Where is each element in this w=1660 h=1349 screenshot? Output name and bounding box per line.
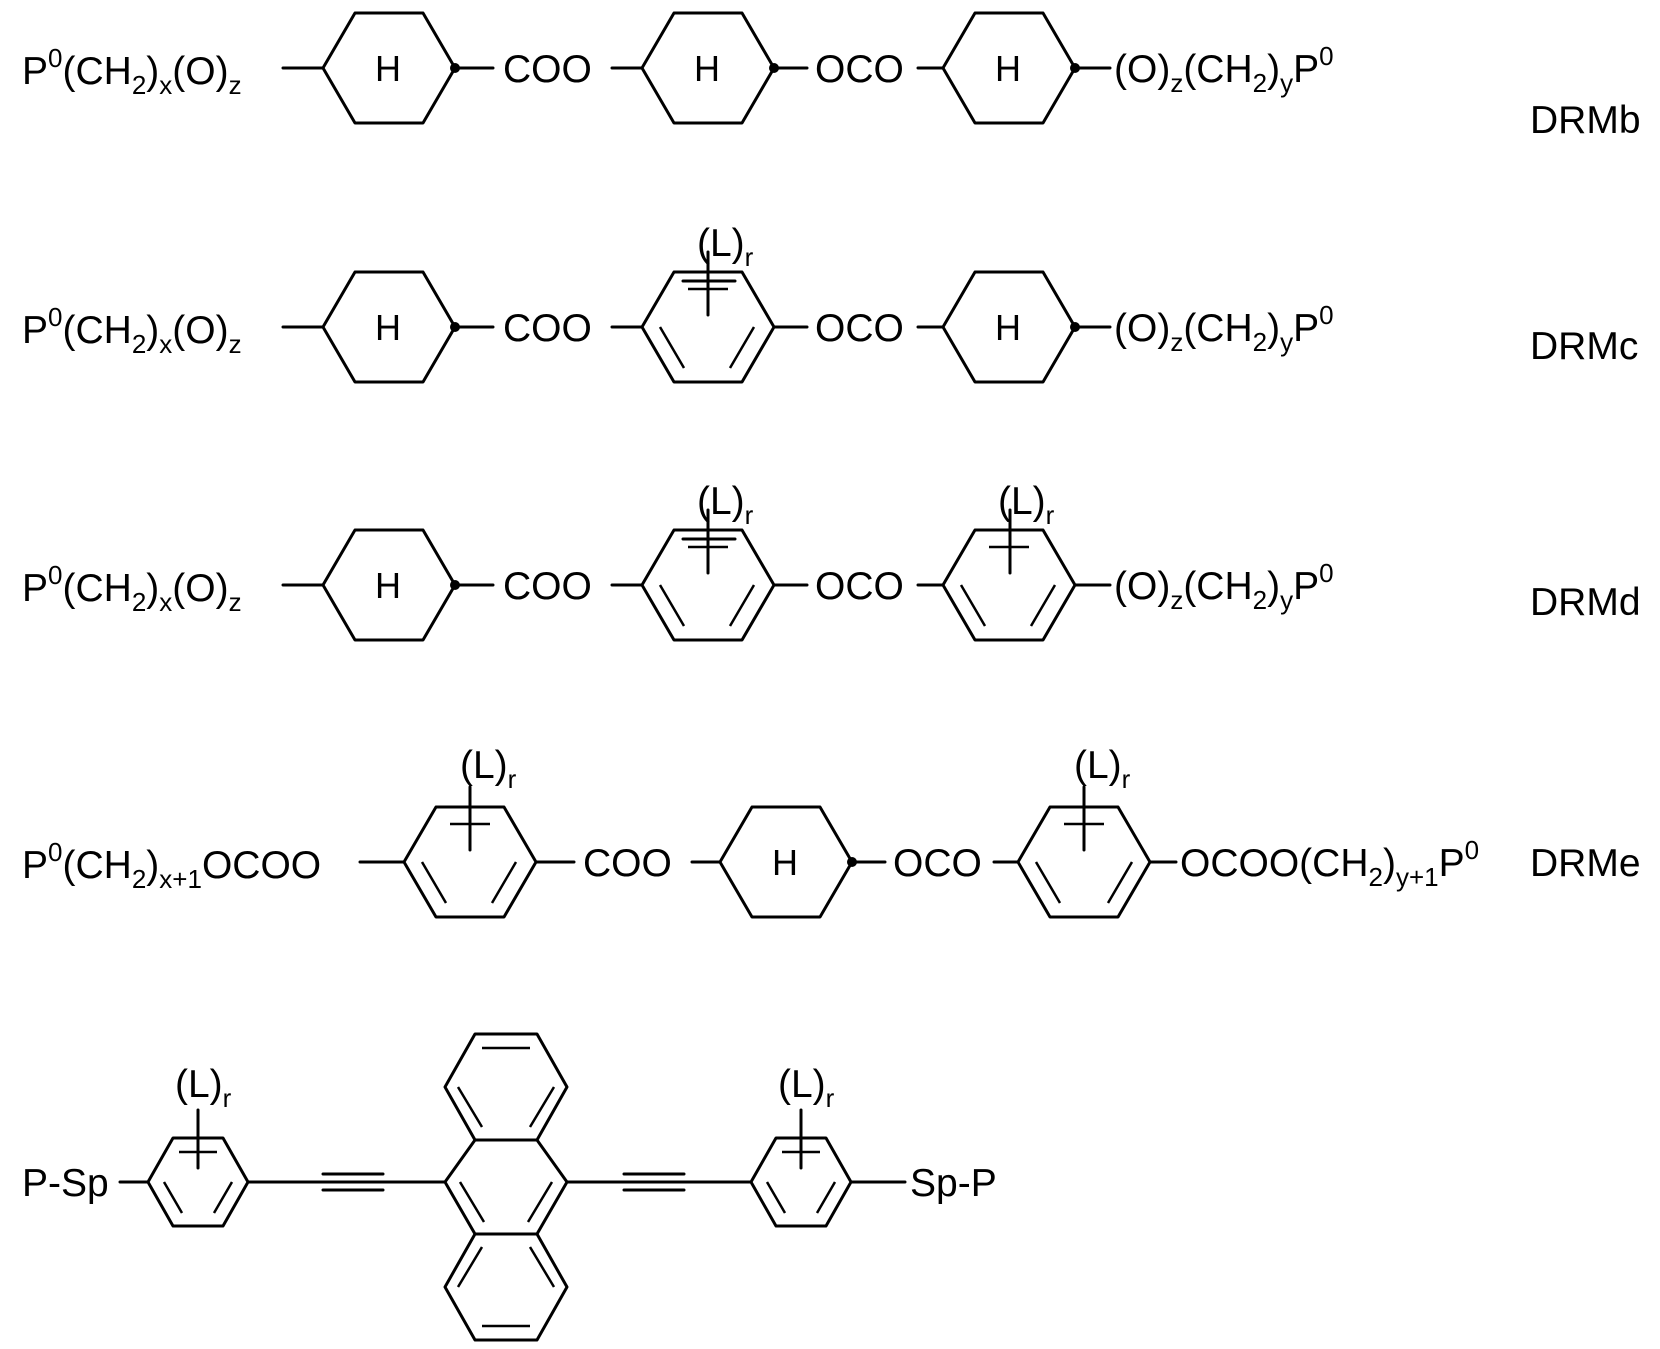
cyclohexane-label: H — [995, 307, 1021, 348]
drmb-ester-link-oco: OCO — [815, 48, 904, 91]
left-benzene-ring — [148, 1110, 248, 1226]
drme-left-terminal: P0(CH2)x+1OCOO — [22, 837, 321, 894]
right-substituent-l: (L)r — [778, 1063, 835, 1113]
drme-benzene-ring-2 — [1018, 787, 1150, 917]
drmc-ester-link-oco: OCO — [815, 307, 904, 350]
drmc-ester-link-coo: COO — [503, 307, 592, 350]
drme-label: DRMe — [1530, 842, 1641, 885]
drmc-left-terminal: P0(CH2)x(O)z — [22, 302, 242, 359]
anthracene-core — [445, 1034, 567, 1340]
left-alkyne-triple-bond — [323, 1174, 383, 1190]
drmd-benzene-ring-2 — [943, 510, 1075, 640]
drmd-ester-link-coo: COO — [503, 565, 592, 608]
cyclohexane-label: H — [375, 48, 401, 89]
drme-ester-link-coo: COO — [583, 842, 672, 885]
left-substituent-l: (L)r — [175, 1063, 232, 1113]
right-alkyne-triple-bond — [624, 1174, 684, 1190]
drmd-right-terminal: (O)z(CH2)yP0 — [1114, 558, 1334, 615]
drmb-left-terminal: P0(CH2)x(O)z — [22, 43, 242, 100]
drmd-left-terminal: P0(CH2)x(O)z — [22, 560, 242, 617]
drmc-substituent-l: (L)r — [697, 222, 754, 272]
left-terminal-p-sp: P-Sp — [22, 1162, 109, 1205]
cyclohexane-label: H — [995, 48, 1021, 89]
drme-substituent-l-1: (L)r — [460, 744, 517, 794]
drme-benzene-ring-1 — [404, 787, 536, 917]
right-benzene-ring — [751, 1110, 851, 1226]
drmb-right-terminal: (O)z(CH2)yP0 — [1114, 41, 1334, 98]
drmd-benzene-ring-1 — [642, 510, 774, 640]
cyclohexane-label: H — [694, 48, 720, 89]
drmd-substituent-l-2: (L)r — [998, 480, 1055, 530]
cyclohexane-label: H — [772, 842, 798, 883]
drme-substituent-l-2: (L)r — [1074, 744, 1131, 794]
drmc-right-terminal: (O)z(CH2)yP0 — [1114, 300, 1334, 357]
drmc-label: DRMc — [1530, 325, 1638, 368]
drmd-label: DRMd — [1530, 581, 1641, 624]
cyclohexane-label: H — [375, 307, 401, 348]
structure-drmd: P0(CH2)x(O)z H COO (L)r OCO (L)r (O)z(C — [22, 480, 1641, 640]
structure-drmb: P0(CH2)x(O)z H COO H OCO H (O)z(CH2)yP0 … — [22, 13, 1641, 142]
drmb-label: DRMb — [1530, 99, 1641, 142]
structure-drmc: P0(CH2)x(O)z H COO (L)r OCO H (O)z(CH2)y… — [22, 222, 1638, 382]
drmd-ester-link-oco: OCO — [815, 565, 904, 608]
drmc-benzene-ring — [642, 252, 774, 382]
cyclohexane-label: H — [375, 565, 401, 606]
structure-drme: P0(CH2)x+1OCOO (L)r COO H OCO (L)r OCOO(… — [22, 744, 1641, 917]
drmb-ester-link-coo: COO — [503, 48, 592, 91]
structure-anthracene-bistolane: P-Sp (L)r — [22, 1034, 997, 1340]
drme-ester-link-oco: OCO — [893, 842, 982, 885]
drme-right-terminal: OCOO(CH2)y+1P0 — [1180, 835, 1479, 892]
drmd-substituent-l-1: (L)r — [697, 480, 754, 530]
right-terminal-sp-p: Sp-P — [910, 1162, 997, 1205]
